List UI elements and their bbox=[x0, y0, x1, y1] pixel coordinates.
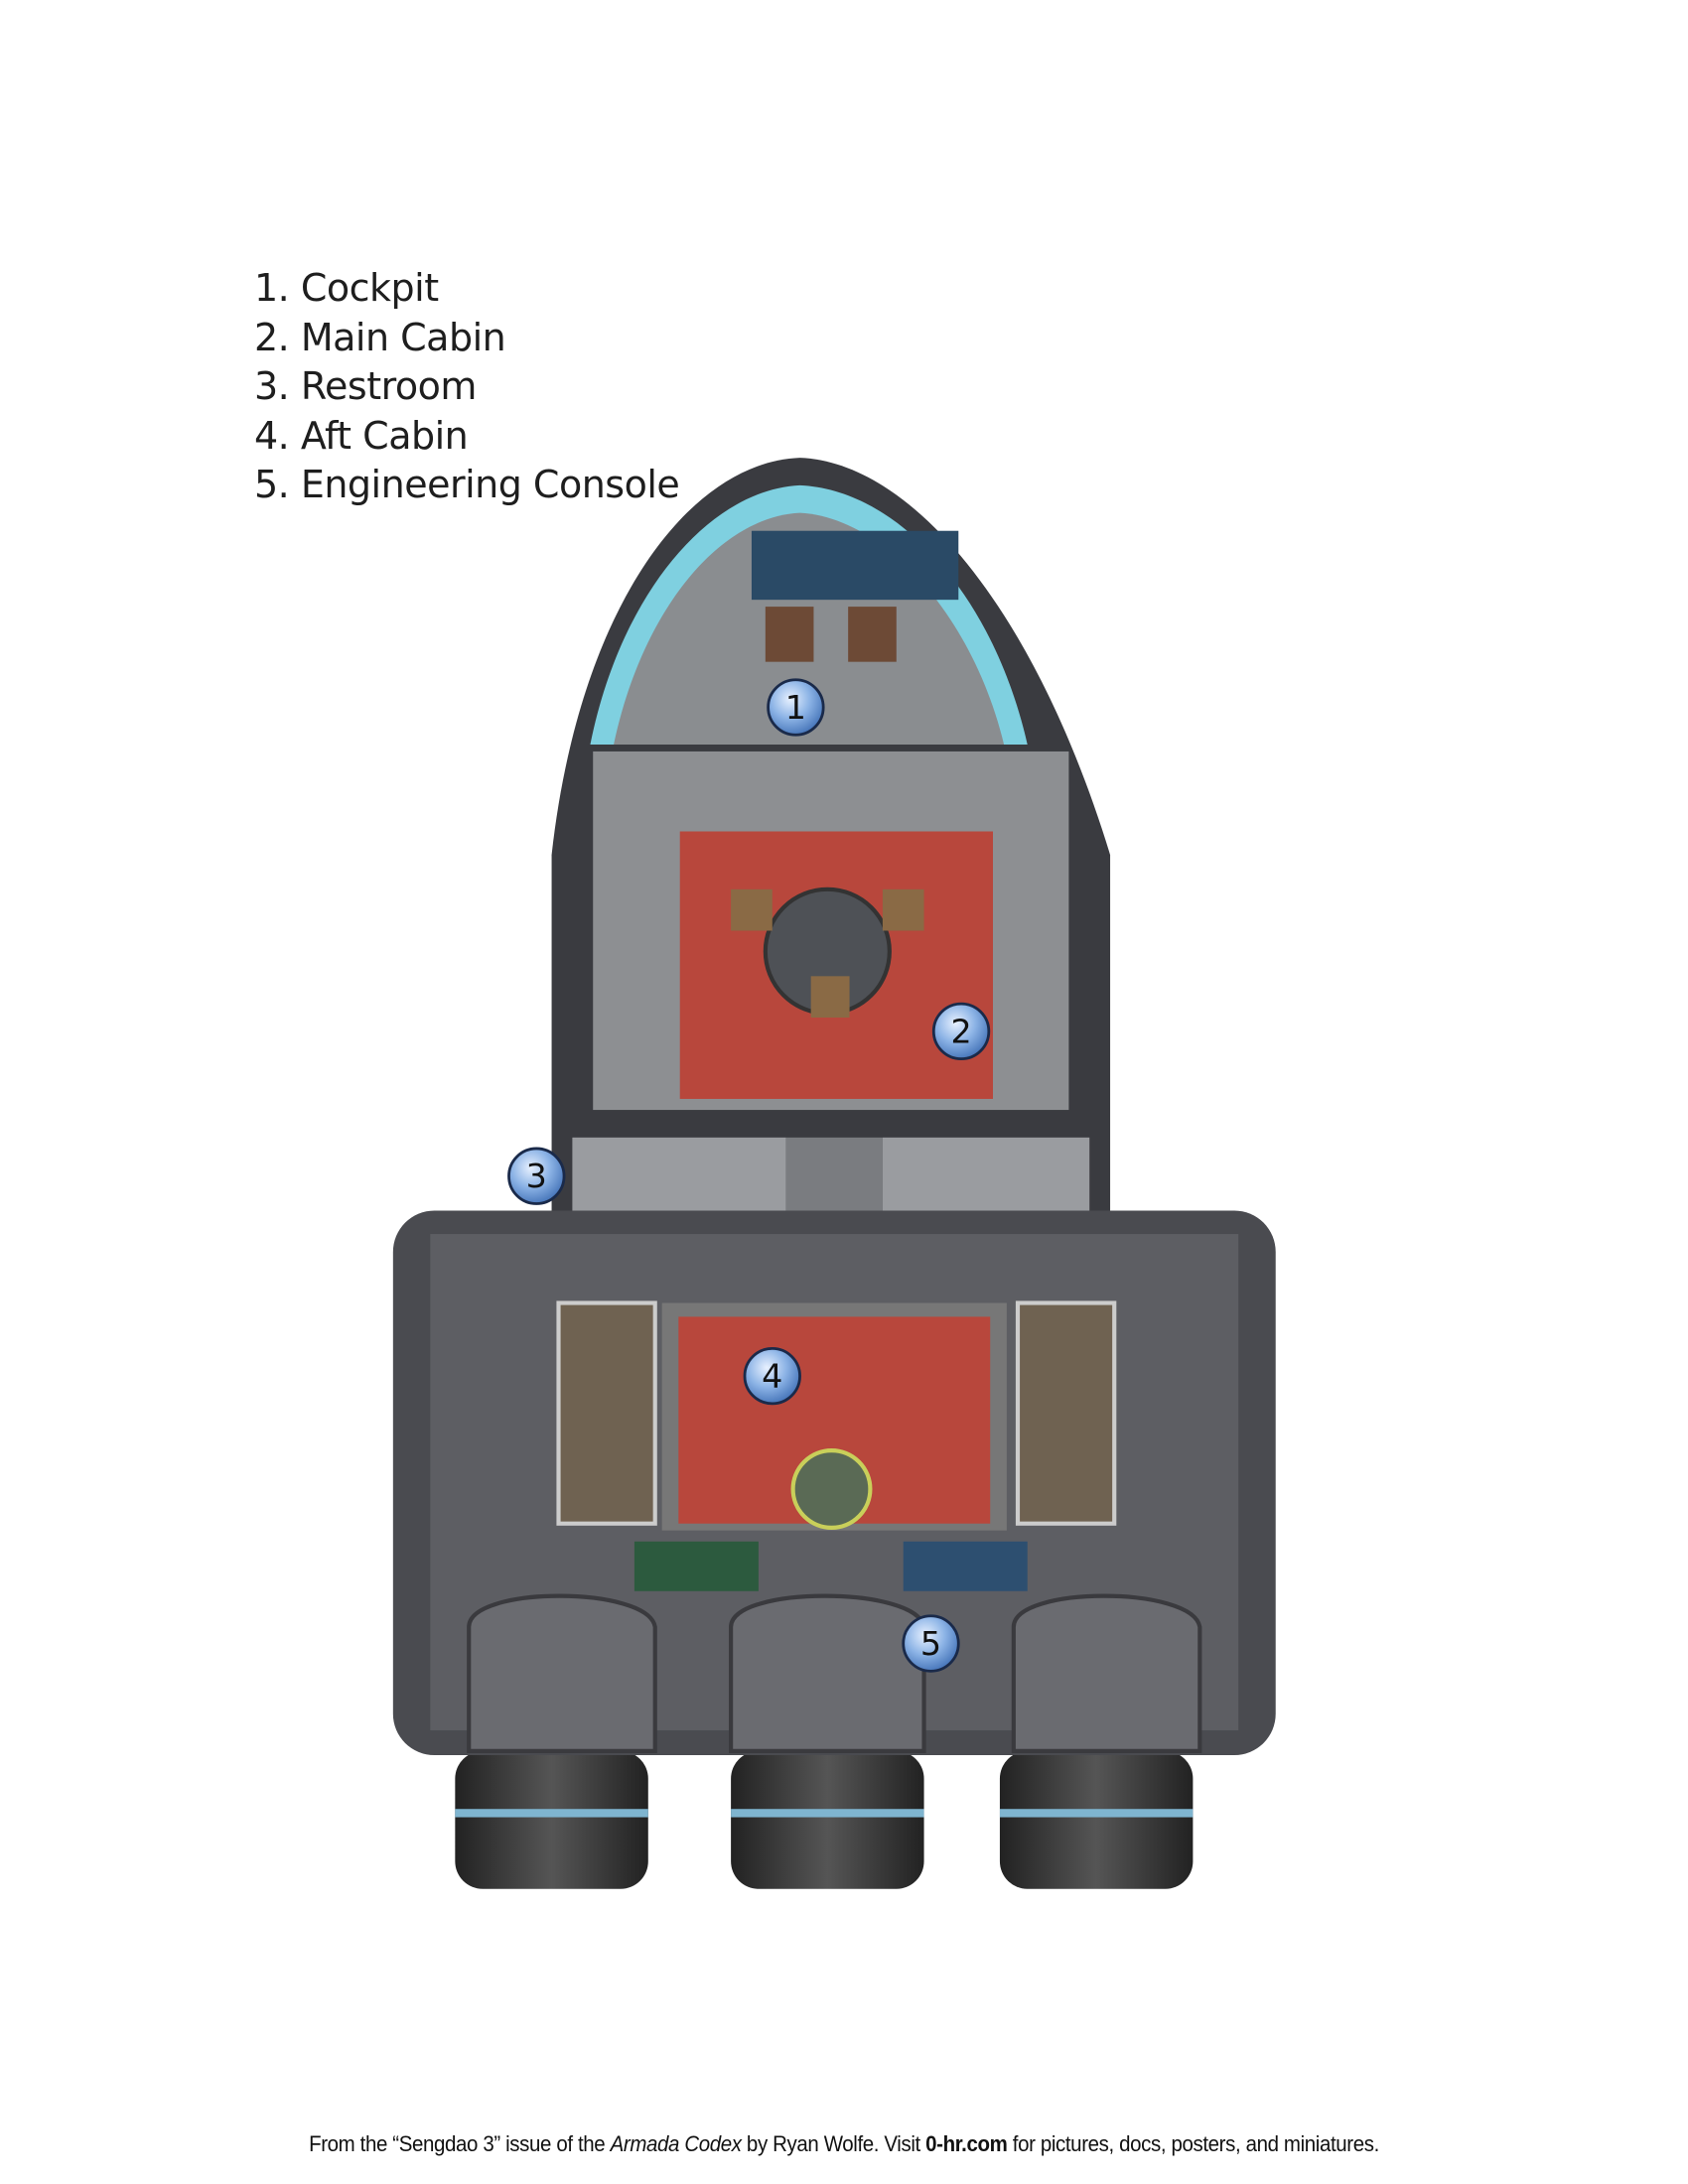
legend-item-main-cabin: 2. Main Cabin bbox=[254, 315, 506, 359]
legend-item-restroom: 3. Restroom bbox=[254, 364, 477, 408]
marker-label: 1 bbox=[785, 688, 806, 727]
room-legend: 1. Cockpit 2. Main Cabin 3. Restroom 4. … bbox=[254, 264, 680, 510]
marker-engineering-console: 5 bbox=[902, 1614, 960, 1673]
legend-item-engineering-console: 5. Engineering Console bbox=[254, 463, 680, 506]
marker-label: 3 bbox=[526, 1157, 547, 1195]
footer-author: by Ryan Wolfe. Visit bbox=[741, 2131, 926, 2156]
bunk-left bbox=[556, 1300, 657, 1526]
legend-item-aft-cabin: 4. Aft Cabin bbox=[254, 413, 469, 458]
footer-credit: From the “Sengdao 3” issue of the Armada… bbox=[60, 2131, 1629, 2157]
engineering-console-left bbox=[633, 1541, 759, 1591]
legend-item-cockpit: 1. Cockpit bbox=[254, 266, 439, 310]
marker-restroom: 3 bbox=[507, 1147, 566, 1205]
marker-cockpit: 1 bbox=[767, 678, 825, 737]
publication-title: Armada Codex bbox=[610, 2131, 742, 2156]
bunk-right bbox=[1015, 1300, 1117, 1526]
marker-label: 5 bbox=[920, 1624, 941, 1663]
marker-label: 4 bbox=[762, 1357, 782, 1396]
site-link[interactable]: 0-hr.com bbox=[925, 2131, 1008, 2156]
footer-suffix: for pictures, docs, posters, and miniatu… bbox=[1007, 2131, 1380, 2156]
engines bbox=[455, 1750, 1194, 1889]
engineering-console-right bbox=[903, 1541, 1028, 1591]
marker-main-cabin: 2 bbox=[931, 1002, 991, 1061]
footer-prefix: From the “Sengdao 3” issue of the bbox=[309, 2131, 611, 2156]
marker-aft-cabin: 4 bbox=[743, 1346, 801, 1406]
marker-label: 2 bbox=[950, 1012, 971, 1050]
